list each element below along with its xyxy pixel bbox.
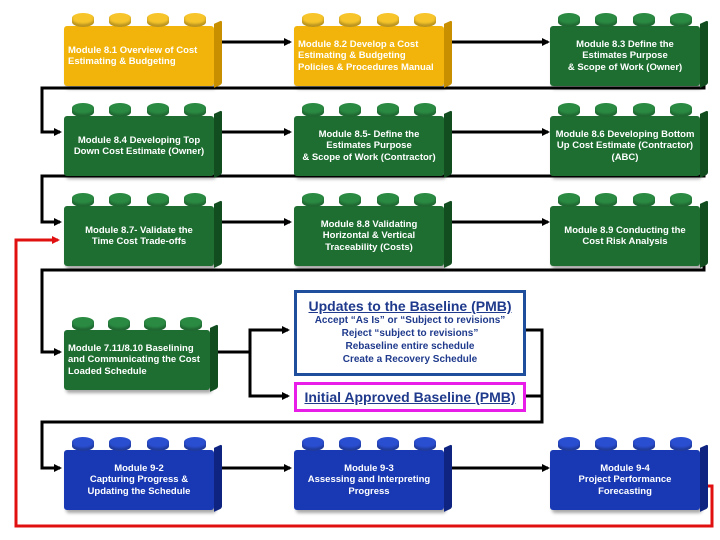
arrow-to-updates	[248, 326, 290, 352]
module-8-4-brick: Module 8.4 Developing Top Down Cost Esti…	[64, 103, 222, 178]
module-8-2-label: Module 8.2 Develop a Cost Estimating & B…	[298, 38, 434, 73]
updates-to-baseline-box: Updates to the Baseline (PMB) Accept “As…	[294, 290, 526, 376]
module-8-6-brick: Module 8.6 Developing Bottom Up Cost Est…	[550, 103, 708, 178]
module-7-11-brick: Module 7.11/8.10 Baselining and Communic…	[64, 317, 218, 392]
updates-line: Accept “As Is” or “Subject to revisions”	[314, 315, 506, 326]
module-8-3-brick: Module 8.3 Define the Estimates Purpose …	[550, 13, 708, 88]
module-8-5-label: Module 8.5- Define the Estimates Purpose…	[302, 128, 436, 163]
module-9-2-label: Module 9-2 Capturing Progress & Updating…	[87, 462, 191, 497]
module-8-9-label: Module 8.9 Conducting the Cost Risk Anal…	[564, 224, 686, 247]
module-8-8-label: Module 8.8 Validating Horizontal & Verti…	[320, 218, 418, 253]
module-8-1-brick: Module 8.1 Overview of Cost Estimating &…	[64, 13, 222, 88]
module-8-7-brick: Module 8.7- Validate the Time Cost Trade…	[64, 193, 222, 268]
line-from-initial	[40, 394, 544, 472]
module-7-11-label: Module 7.11/8.10 Baselining and Communic…	[68, 342, 200, 377]
module-8-6-label: Module 8.6 Developing Bottom Up Cost Est…	[555, 128, 695, 163]
updates-line: Create a Recovery Schedule	[342, 354, 478, 365]
module-8-4-label: Module 8.4 Developing Top Down Cost Esti…	[73, 134, 205, 157]
module-8-9-brick: Module 8.9 Conducting the Cost Risk Anal…	[550, 193, 708, 268]
module-9-4-brick: Module 9-4 Project Performance Forecasti…	[550, 437, 708, 512]
module-8-7-label: Module 8.7- Validate the Time Cost Trade…	[85, 224, 193, 247]
module-8-2-brick: Module 8.2 Develop a Cost Estimating & B…	[294, 13, 452, 88]
module-8-1-label: Module 8.1 Overview of Cost Estimating &…	[68, 44, 198, 67]
module-9-3-label: Module 9-3 Assessing and Interpreting Pr…	[307, 462, 431, 497]
arrow-to-initial	[248, 352, 290, 400]
initial-baseline-box: Initial Approved Baseline (PMB)	[294, 382, 526, 412]
updates-line: Reject “subject to revisions”	[341, 328, 479, 339]
module-8-3-label: Module 8.3 Define the Estimates Purpose …	[567, 38, 683, 73]
line-from-updates	[524, 328, 544, 396]
module-8-8-brick: Module 8.8 Validating Horizontal & Verti…	[294, 193, 452, 268]
module-8-5-brick: Module 8.5- Define the Estimates Purpose…	[294, 103, 452, 178]
module-9-3-brick: Module 9-3 Assessing and Interpreting Pr…	[294, 437, 452, 512]
module-9-4-label: Module 9-4 Project Performance Forecasti…	[578, 462, 672, 497]
module-9-2-brick: Module 9-2 Capturing Progress & Updating…	[64, 437, 222, 512]
updates-line: Rebaseline entire schedule	[345, 341, 475, 352]
arrow-89-711	[40, 258, 706, 356]
feedback-loop	[14, 236, 714, 528]
updates-box-title: Updates to the Baseline (PMB)	[308, 298, 512, 314]
initial-box-title: Initial Approved Baseline (PMB)	[304, 389, 516, 405]
